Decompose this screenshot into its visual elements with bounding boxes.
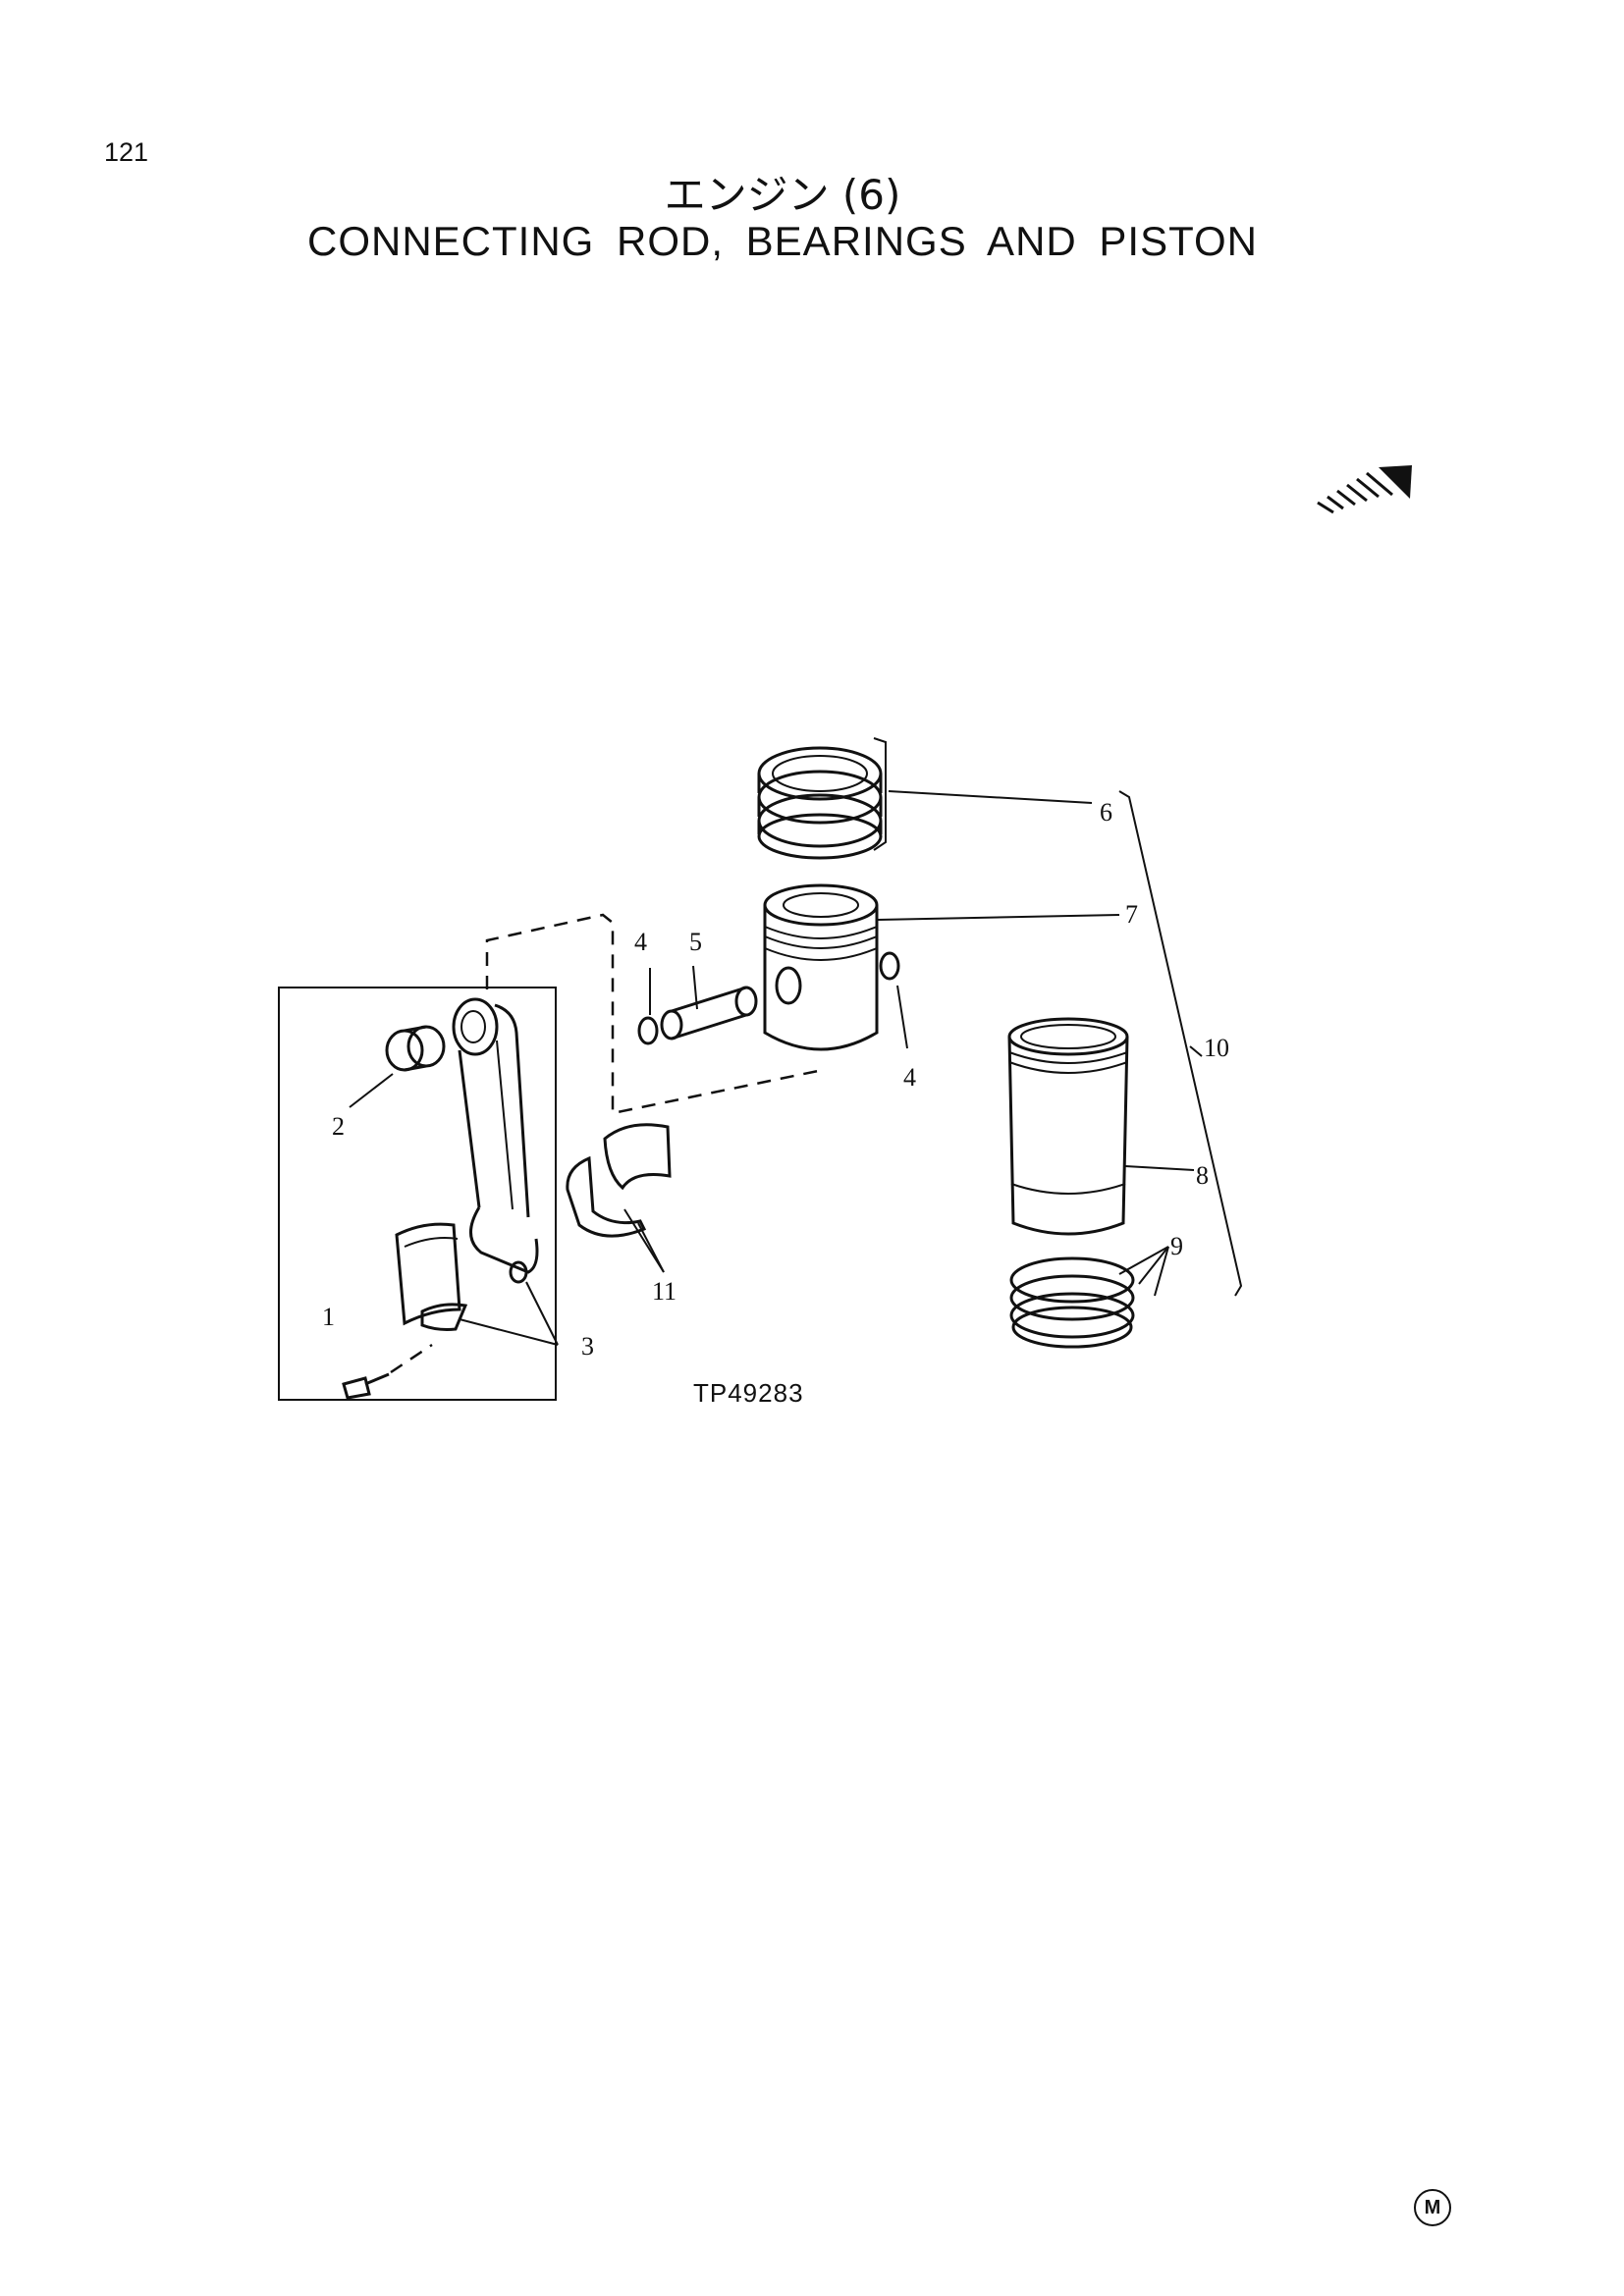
callout-11: 11	[652, 1277, 677, 1306]
direction-arrow-icon	[1317, 465, 1412, 514]
callout-2: 2	[332, 1112, 345, 1141]
title-japanese: エンジン (6)	[664, 171, 901, 219]
callout-8: 8	[1196, 1161, 1209, 1190]
snap-ring-left	[637, 1016, 659, 1045]
callout-4-left: 4	[634, 928, 647, 956]
rings-bracket	[873, 737, 887, 851]
cylinder-liner-drawing	[1007, 1017, 1129, 1236]
page-number: 121	[104, 137, 149, 167]
figure-code: TP49283	[693, 1378, 804, 1408]
assembly-bracket	[1118, 790, 1243, 1297]
callout-10: 10	[1204, 1034, 1229, 1062]
callout-3: 3	[581, 1332, 594, 1361]
o-rings-drawing	[1009, 1256, 1135, 1349]
callout-5: 5	[689, 928, 702, 956]
connecting-rod-box	[278, 987, 557, 1401]
callout-7: 7	[1125, 900, 1138, 929]
leader-lines	[349, 790, 1203, 1346]
piston-drawing	[763, 883, 879, 1051]
snap-ring-right	[879, 951, 900, 981]
callout-9: 9	[1170, 1232, 1183, 1260]
callouts: 1 2 3 4 4 5 6 7 8 9 10 11	[322, 798, 1229, 1361]
callout-1: 1	[322, 1303, 335, 1331]
piston-rings-drawing	[757, 746, 883, 860]
connecting-rod-drawing	[395, 997, 539, 1331]
bushing-drawing	[385, 1025, 446, 1072]
title-english: CONNECTING ROD, BEARINGS AND PISTON	[306, 218, 1258, 264]
footer-mark: M	[1414, 2189, 1451, 2226]
cap-screw-drawing	[342, 1343, 433, 1400]
callout-4-right: 4	[903, 1063, 916, 1092]
assembly-dashed-line	[485, 913, 824, 1115]
piston-pin-drawing	[660, 986, 758, 1041]
callout-6: 6	[1100, 798, 1112, 827]
bearing-shells-drawing	[566, 1123, 672, 1238]
